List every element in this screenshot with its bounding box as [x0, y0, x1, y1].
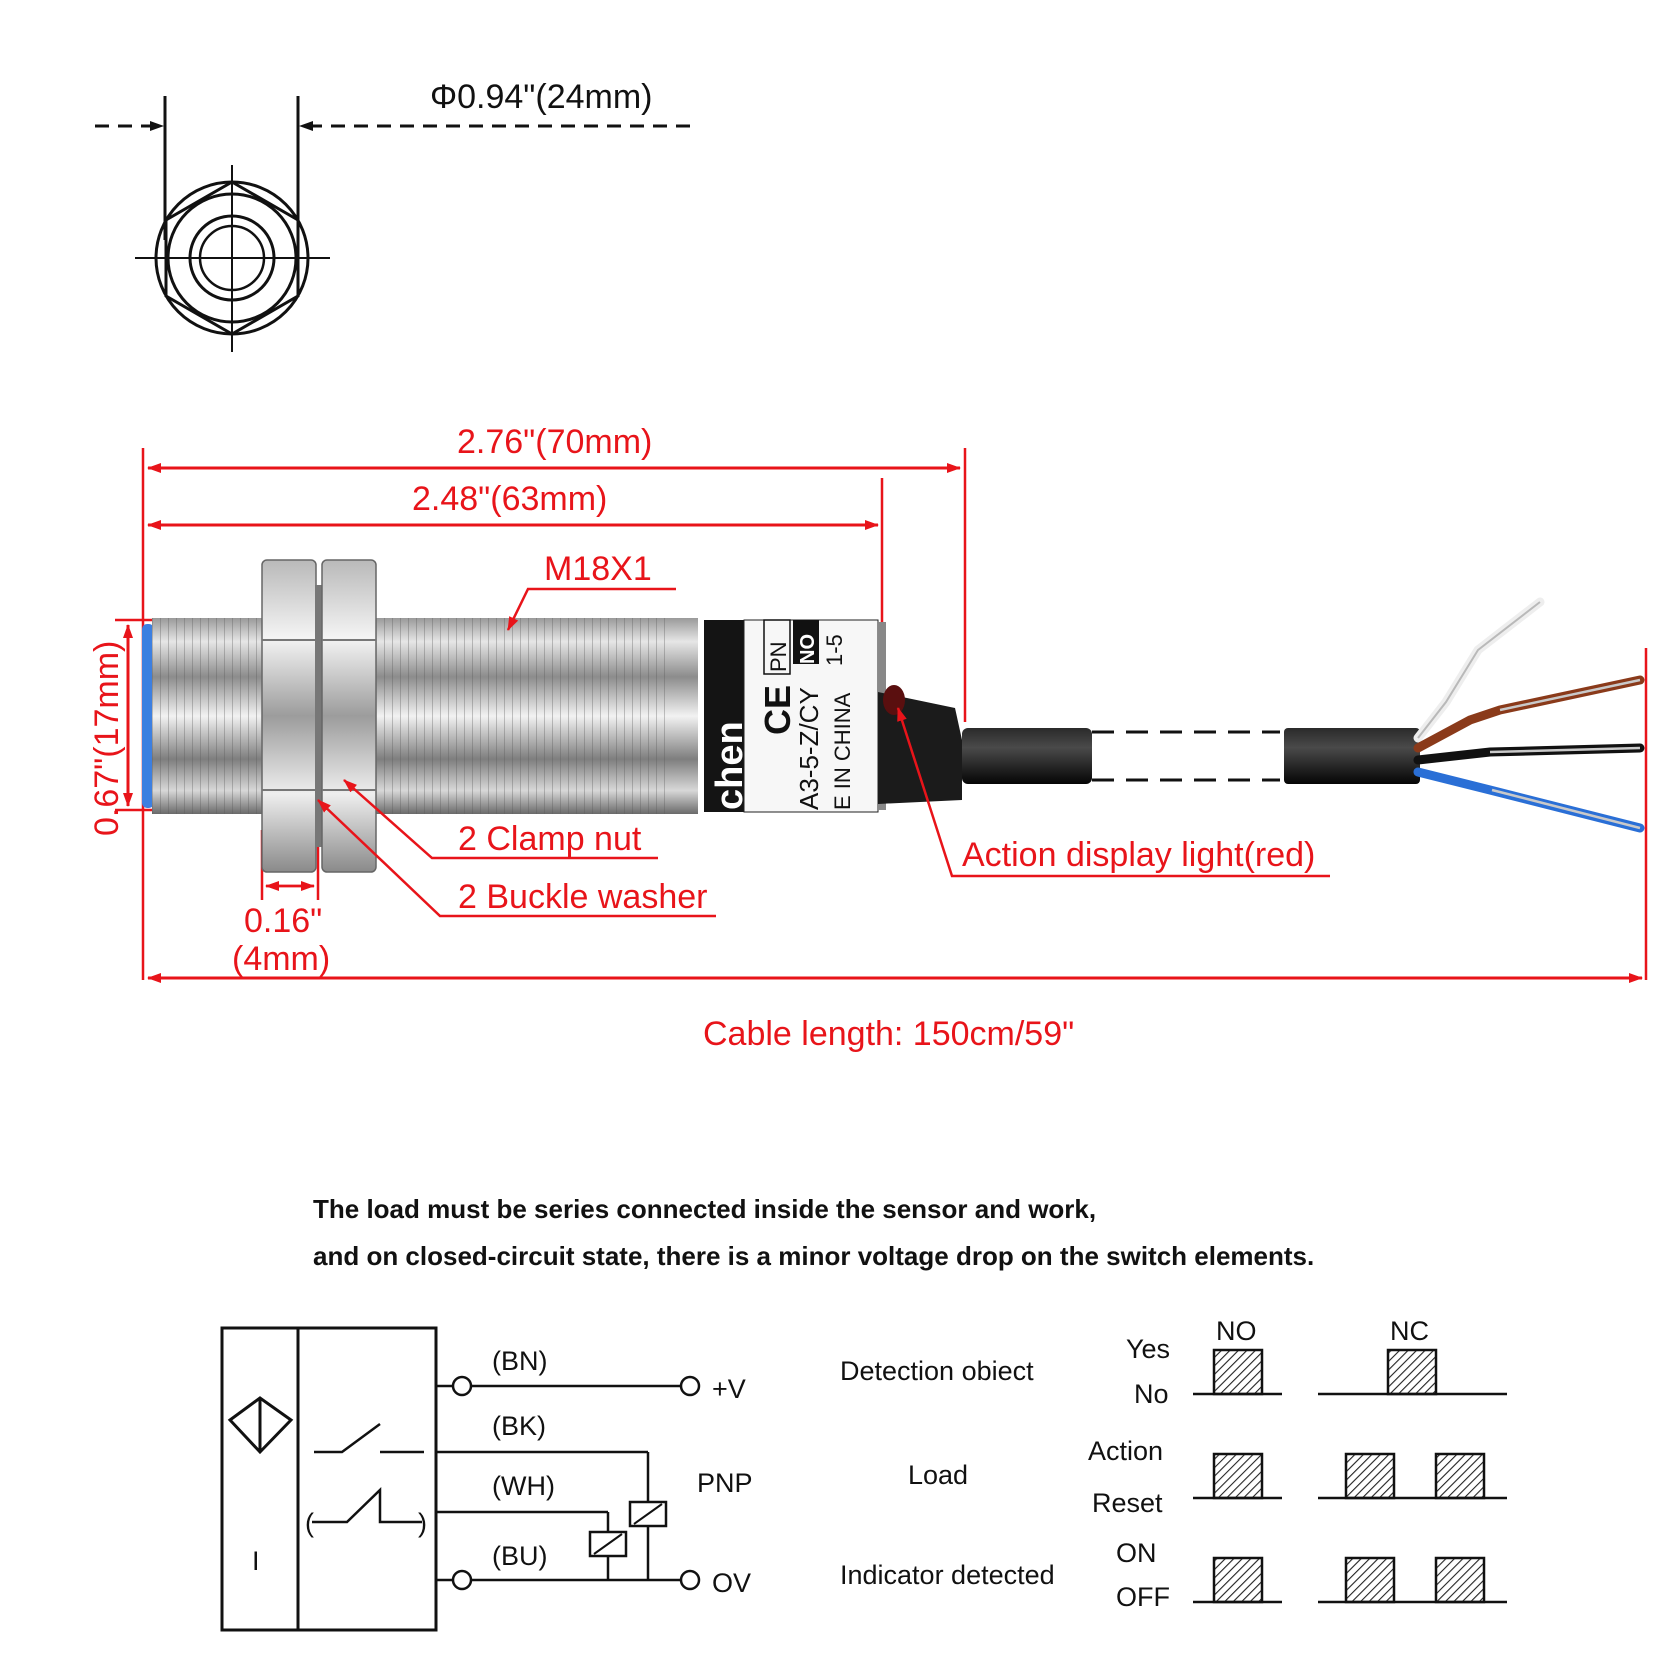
row-indicator-high: ON: [1116, 1538, 1157, 1568]
model-label: A3-5-Z/CY: [794, 687, 824, 810]
label-corner-box: [763, 619, 819, 675]
type-label: PN: [766, 641, 791, 672]
plus-v-label: +V: [712, 1374, 746, 1404]
overall-length-label: 2.76"(70mm): [457, 423, 652, 461]
wire-leads: [1413, 597, 1645, 833]
sensor-symbol-label: I: [252, 1546, 260, 1576]
no-label: NO: [797, 634, 819, 664]
pnp-label: PNP: [697, 1468, 753, 1498]
clamp-nut-label: 2 Clamp nut: [458, 820, 642, 858]
nut-thickness-label-1: 0.16": [244, 902, 322, 940]
origin-label: E IN CHINA: [830, 692, 855, 810]
wiring-diagram: ( ): [220, 1326, 701, 1632]
diameter-label: Φ0.94"(24mm): [430, 78, 652, 116]
row-load-low: Reset: [1092, 1488, 1163, 1518]
clamp-nut-right: [321, 559, 377, 873]
cable-length-label: Cable length: 150cm/59": [703, 1015, 1074, 1053]
col-no-header: NO: [1216, 1316, 1257, 1346]
range-label: 1-5: [822, 634, 847, 666]
ov-label: OV: [712, 1568, 751, 1598]
clamp-nut-left: [261, 559, 317, 873]
body-diameter-label: 0.67"(17mm): [88, 641, 126, 836]
row-load-high: Action: [1088, 1436, 1163, 1466]
row-detection-label: Detection obiect: [840, 1356, 1034, 1386]
row-detection-low: No: [1134, 1379, 1169, 1409]
nut-thickness-label-2: (4mm): [232, 940, 330, 978]
body-length-label: 2.48"(63mm): [412, 480, 607, 518]
note-line-1: The load must be series connected inside…: [313, 1194, 1096, 1224]
wire-bu-label: (BU): [492, 1541, 548, 1571]
svg-text:): ): [418, 1508, 427, 1538]
note-line-2: and on closed-circuit state, there is a …: [313, 1241, 1314, 1271]
brand-label: chen: [709, 721, 751, 810]
timing-waveforms: [1193, 1348, 1507, 1604]
thread-label: M18X1: [544, 550, 652, 588]
wire-wh-label: (WH): [492, 1471, 555, 1501]
wire-bk-label: (BK): [492, 1411, 546, 1441]
wire-bn-label: (BN): [492, 1346, 548, 1376]
svg-text:(: (: [305, 1508, 314, 1538]
ce-mark: CE: [757, 685, 798, 735]
buckle-washer: [315, 585, 324, 847]
row-indicator-low: OFF: [1116, 1582, 1170, 1612]
leader-lines: [317, 587, 1330, 918]
cable: [962, 728, 1420, 784]
indicator-label: Action display light(red): [962, 836, 1315, 874]
row-detection-high: Yes: [1126, 1334, 1170, 1364]
row-load-label: Load: [908, 1460, 968, 1490]
col-nc-header: NC: [1390, 1316, 1429, 1346]
row-indicator-label: Indicator detected: [840, 1560, 1055, 1590]
end-view-drawing: [95, 96, 690, 352]
buckle-washer-label: 2 Buckle washer: [458, 878, 707, 916]
